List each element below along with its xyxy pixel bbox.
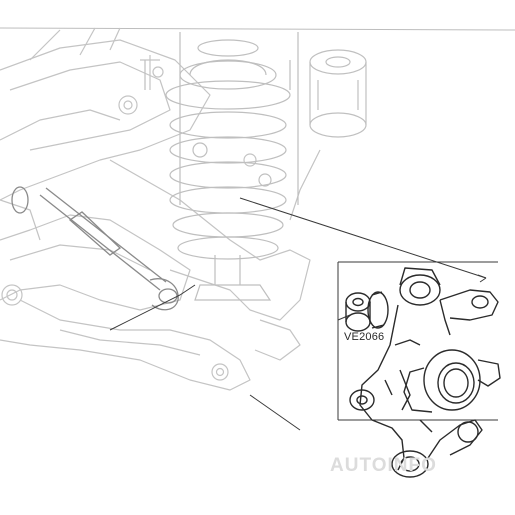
bushing-ve2066: [345, 291, 389, 332]
hub-knuckle: [345, 267, 501, 478]
leader-lines: [109, 197, 498, 431]
upper-bushing: [309, 49, 367, 138]
rear-subframe-drawing: [0, 27, 321, 391]
coil-spring-strut: [144, 32, 299, 301]
outer-frame: [0, 27, 515, 31]
watermark: AUTOINFO: [330, 455, 437, 476]
part-number-label: VE2066: [344, 331, 385, 343]
toe-link-rod: [11, 186, 179, 311]
